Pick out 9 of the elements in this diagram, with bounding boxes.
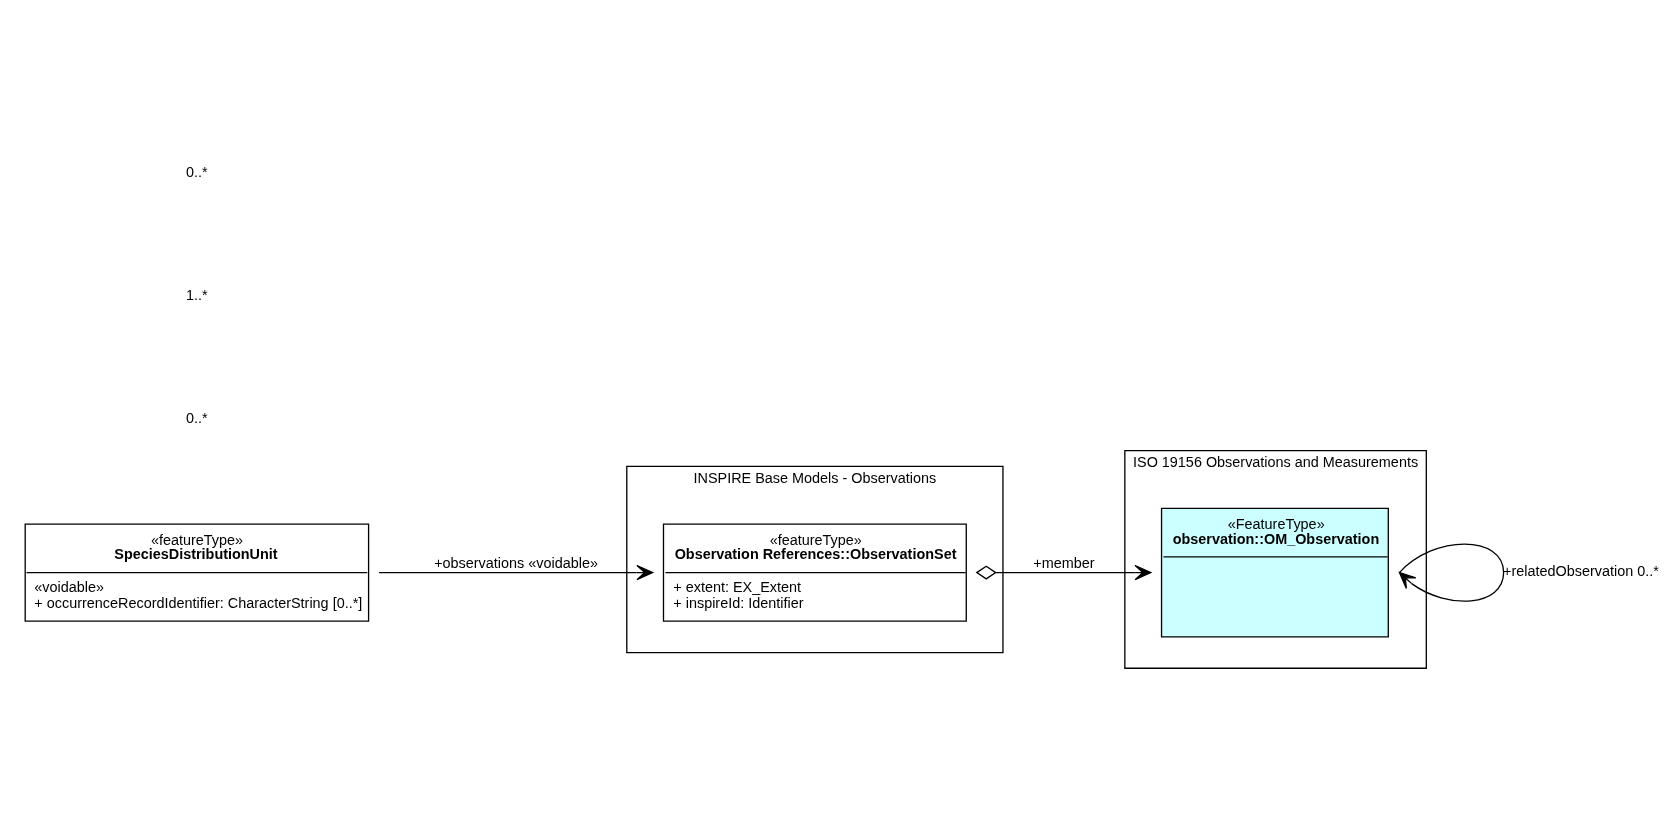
edge-label: +member bbox=[1033, 554, 1095, 571]
label: 0..* bbox=[186, 409, 208, 426]
arrow bbox=[378, 564, 654, 580]
label: 1..* bbox=[186, 286, 208, 303]
edge-label: +relatedObservation 0..* bbox=[1503, 562, 1659, 579]
label: 0..* bbox=[186, 163, 208, 179]
edge-label: +observations «voidable» bbox=[434, 554, 598, 571]
arrow bbox=[1398, 542, 1505, 602]
arrow bbox=[975, 564, 1152, 580]
